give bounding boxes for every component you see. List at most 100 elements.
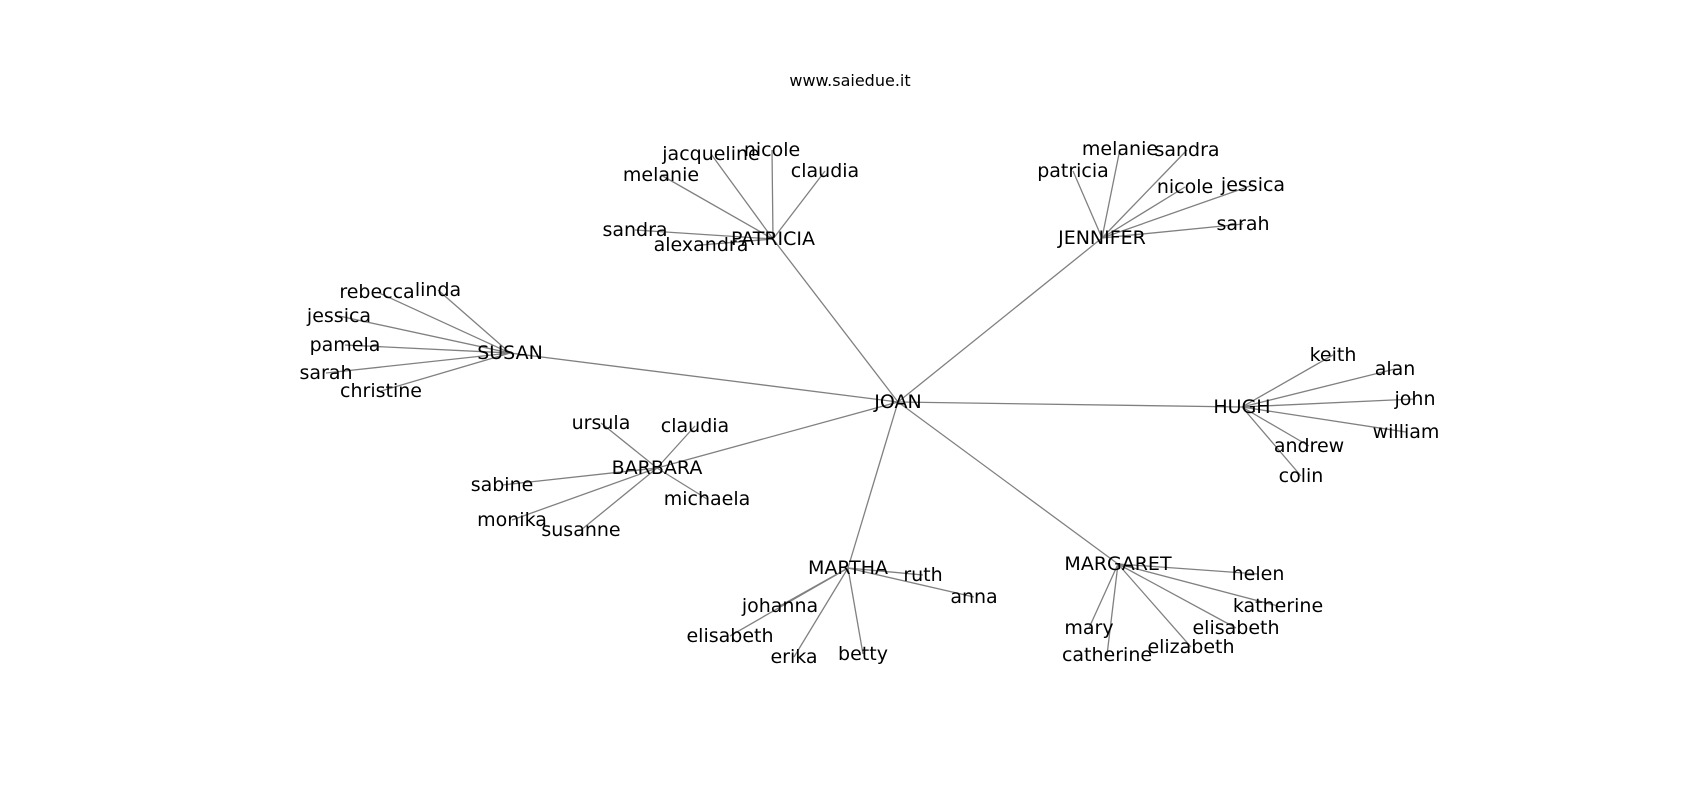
edge-susan-susan-jessica [338, 315, 511, 354]
node-label-margaret-elisabeth: elisabeth [1192, 617, 1279, 639]
node-label-margaret-mary: mary [1064, 617, 1113, 639]
edge-barbara-barbara-sabine [501, 467, 658, 486]
node-label-susan-sarah: sarah [299, 362, 352, 384]
node-label-barbara-michaela: michaela [664, 488, 751, 510]
page-title: www.saiedue.it [789, 71, 911, 90]
edge-susan-susan-christine [380, 352, 511, 392]
node-label-joan: JOAN [873, 391, 921, 413]
edge-joan-jennifer [897, 237, 1103, 403]
node-label-hugh-john: john [1394, 388, 1436, 410]
node-label-susan-linda: linda [415, 279, 461, 301]
edge-hugh-hugh-william [1241, 406, 1407, 433]
node-label-hugh-colin: colin [1279, 465, 1324, 487]
node-label-hugh-andrew: andrew [1274, 435, 1344, 457]
edge-hugh-hugh-keith [1241, 354, 1334, 408]
edge-barbara-barbara-monika [511, 467, 658, 521]
edge-barbara-barbara-susanne [580, 467, 658, 531]
edge-margaret-margaret-helen [1117, 563, 1259, 575]
node-label-jennifer-sandra: sandra [1154, 139, 1219, 161]
edge-margaret-margaret-mary [1088, 563, 1119, 629]
node-label-martha-elisabeth: elisabeth [686, 625, 773, 647]
node-label-martha: MARTHA [808, 557, 888, 579]
node-label-susan-christine: christine [340, 380, 422, 402]
node-label-susan-pamela: pamela [310, 334, 381, 356]
node-label-patricia-sandra: sandra [602, 219, 667, 241]
edge-jennifer-jennifer-sarah [1101, 223, 1244, 239]
node-label-hugh-william: william [1373, 421, 1440, 443]
edge-martha-martha-erika [793, 567, 849, 658]
node-label-martha-erika: erika [770, 646, 817, 668]
edge-patricia-patricia-jacqueline [710, 153, 774, 240]
edge-martha-martha-betty [847, 567, 864, 655]
node-label-jennifer-melanie: melanie [1082, 138, 1158, 160]
edge-joan-margaret [897, 401, 1119, 565]
edge-susan-susan-sarah [325, 352, 511, 374]
edge-barbara-barbara-claudia [656, 425, 696, 469]
node-label-margaret-elizabeth: elizabeth [1147, 636, 1234, 658]
node-label-margaret-catherine: catherine [1062, 644, 1152, 666]
node-label-patricia-claudia: claudia [791, 160, 859, 182]
edge-joan-barbara [656, 401, 899, 469]
node-label-hugh-keith: keith [1310, 344, 1357, 366]
node-label-jennifer-patricia: patricia [1037, 160, 1109, 182]
edge-margaret-margaret-catherine [1106, 563, 1119, 656]
edge-jennifer-jennifer-melanie [1101, 148, 1121, 239]
node-label-hugh-alan: alan [1375, 358, 1416, 380]
edge-patricia-patricia-nicole [771, 149, 774, 240]
edge-jennifer-jennifer-patricia [1072, 170, 1103, 239]
node-label-jennifer-nicole: nicole [1157, 176, 1213, 198]
node-label-margaret-helen: helen [1232, 563, 1285, 585]
edge-hugh-hugh-andrew [1241, 406, 1310, 447]
node-label-barbara: BARBARA [612, 457, 703, 479]
node-label-jennifer-jessica: jessica [1220, 174, 1285, 196]
node-label-patricia-nicole: nicole [744, 139, 800, 161]
node-label-barbara-ursula: ursula [572, 412, 631, 434]
node-label-martha-ruth: ruth [903, 564, 942, 586]
edge-joan-martha [847, 401, 899, 569]
edge-barbara-barbara-michaela [656, 467, 708, 500]
edge-patricia-patricia-alexandra [700, 238, 774, 246]
edge-jennifer-jennifer-jessica [1101, 184, 1254, 239]
edge-joan-susan [509, 352, 899, 403]
edge-martha-martha-ruth [847, 567, 924, 576]
edge-hugh-hugh-alan [1241, 368, 1396, 408]
node-label-barbara-monika: monika [477, 509, 547, 531]
edge-layer [325, 148, 1416, 658]
edge-margaret-margaret-elisabeth [1117, 563, 1237, 629]
edge-hugh-hugh-colin [1241, 406, 1302, 477]
edge-jennifer-jennifer-sandra [1101, 149, 1188, 239]
edge-susan-susan-linda [437, 289, 511, 354]
node-label-barbara-sabine: sabine [471, 474, 534, 496]
node-label-susan: SUSAN [477, 342, 543, 364]
node-label-jennifer-sarah: sarah [1216, 213, 1269, 235]
edge-patricia-patricia-claudia [772, 170, 826, 240]
node-label-patricia-jacqueline: jacqueline [661, 143, 759, 165]
node-label-margaret: MARGARET [1064, 553, 1172, 575]
edge-martha-martha-anna [847, 567, 975, 598]
edge-susan-susan-pamela [344, 344, 511, 354]
node-label-patricia-melanie: melanie [623, 164, 699, 186]
edge-patricia-patricia-melanie [660, 174, 774, 240]
edge-margaret-margaret-katherine [1117, 563, 1279, 607]
node-label-martha-anna: anna [950, 586, 997, 608]
edge-martha-martha-elisabeth [729, 567, 849, 637]
node-label-jennifer: JENNIFER [1057, 227, 1146, 249]
node-label-susan-jessica: jessica [306, 305, 371, 327]
edge-susan-susan-rebecca [376, 291, 511, 354]
edge-joan-patricia [772, 238, 899, 403]
edge-jennifer-jennifer-nicole [1101, 186, 1186, 239]
node-label-martha-betty: betty [838, 643, 888, 665]
node-label-patricia: PATRICIA [731, 228, 815, 250]
node-label-patricia-alexandra: alexandra [654, 234, 749, 256]
edge-barbara-barbara-ursula [600, 422, 658, 469]
node-label-barbara-susanne: susanne [541, 519, 620, 541]
edge-patricia-patricia-sandra [634, 229, 774, 240]
node-label-barbara-claudia: claudia [661, 415, 729, 437]
edge-joan-hugh [897, 401, 1243, 408]
node-label-martha-johanna: johanna [741, 595, 818, 617]
node-label-susan-rebecca: rebecca [339, 281, 414, 303]
node-label-margaret-katherine: katherine [1233, 595, 1323, 617]
edge-margaret-margaret-elizabeth [1117, 563, 1192, 648]
